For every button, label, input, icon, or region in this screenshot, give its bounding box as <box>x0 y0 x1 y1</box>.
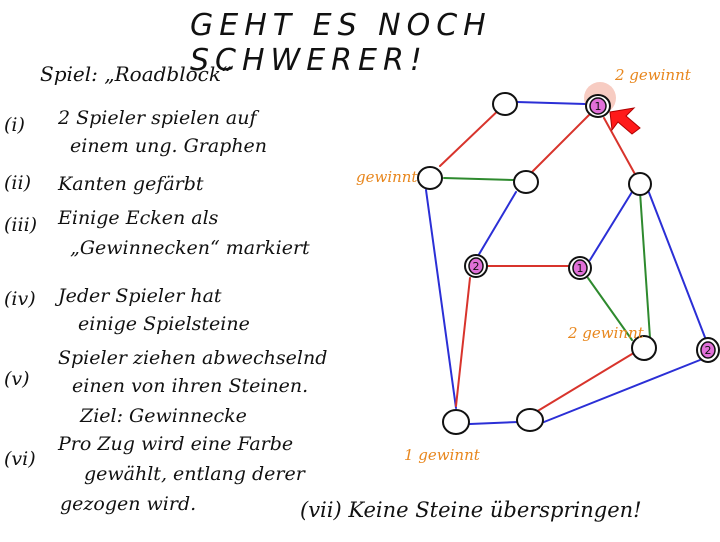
vertex <box>442 409 470 435</box>
rule-2-line-1: Kanten gefärbt <box>58 173 204 195</box>
rule-3-line-1: Einige Ecken als <box>58 207 219 229</box>
win-label: 2 gewinnt <box>615 66 691 84</box>
vertex <box>516 408 544 432</box>
win-label: gewinnt <box>356 168 418 186</box>
edge-blue <box>589 191 633 261</box>
vertex <box>492 92 518 116</box>
rule-1-line-1: 2 Spieler spielen auf <box>58 107 257 129</box>
rule-7: (vii) Keine Steine überspringen! <box>300 498 642 522</box>
edge-blue <box>425 189 457 409</box>
edge-blue <box>477 191 517 257</box>
rule-1-line-2: einem ung. Graphen <box>70 135 268 157</box>
edge-blue <box>469 421 519 425</box>
rule-2-number: (ii) <box>4 172 31 194</box>
vertex <box>631 335 657 361</box>
edge-blue <box>543 359 701 423</box>
rule-5-line-1: Spieler ziehen abwechselnd <box>58 347 328 369</box>
edge-red <box>455 277 471 407</box>
rule-4-number: (iv) <box>4 288 36 310</box>
piece-player-2 <box>700 341 716 359</box>
piece-label: 2 <box>473 260 480 273</box>
rule-1-number: (i) <box>4 114 25 136</box>
edge-red <box>527 113 591 177</box>
page-title: GEHT ES NOCH SCHWERER! <box>190 8 492 78</box>
edge-blue <box>516 101 586 105</box>
rule-4-line-2: einige Spielsteine <box>78 313 250 335</box>
edge-green <box>443 177 515 181</box>
vertex <box>628 172 652 196</box>
edge-blue <box>647 189 707 341</box>
piece-label: 1 <box>595 100 602 113</box>
win-label: 2 gewinnt <box>568 324 644 342</box>
piece-player-2 <box>468 257 484 275</box>
rule-6-line-1: Pro Zug wird eine Farbe <box>58 433 294 455</box>
rule-5-line-3: Ziel: Gewinnecke <box>80 405 247 427</box>
red-arrow-icon <box>609 107 641 135</box>
win-label: 1 gewinnt <box>404 446 480 464</box>
rule-3-number: (iii) <box>4 214 38 236</box>
game-name: Spiel: „Roadblock“ <box>40 62 232 86</box>
edge-red <box>535 353 633 413</box>
edge-green <box>639 191 651 339</box>
piece-player-1 <box>572 259 588 277</box>
rule-6-line-2: gewählt, entlang derer <box>84 463 305 485</box>
vertex <box>513 170 539 194</box>
edge-red <box>603 117 637 177</box>
rule-4-line-1: Jeder Spieler hat <box>58 285 222 307</box>
rule-6-line-3: gezogen wird. <box>60 493 197 515</box>
rule-6-number: (vi) <box>4 448 36 470</box>
vertex <box>417 166 443 190</box>
rule-3-line-2: „Gewinnecken“ markiert <box>70 237 310 259</box>
piece-player-1 <box>589 97 607 115</box>
piece-label: 1 <box>577 262 584 275</box>
edge-red <box>439 103 506 167</box>
edge-green <box>587 277 633 341</box>
rule-5-line-2: einen von ihren Steinen. <box>72 375 309 397</box>
piece-label: 2 <box>705 344 712 357</box>
rule-5-number: (v) <box>4 368 30 390</box>
